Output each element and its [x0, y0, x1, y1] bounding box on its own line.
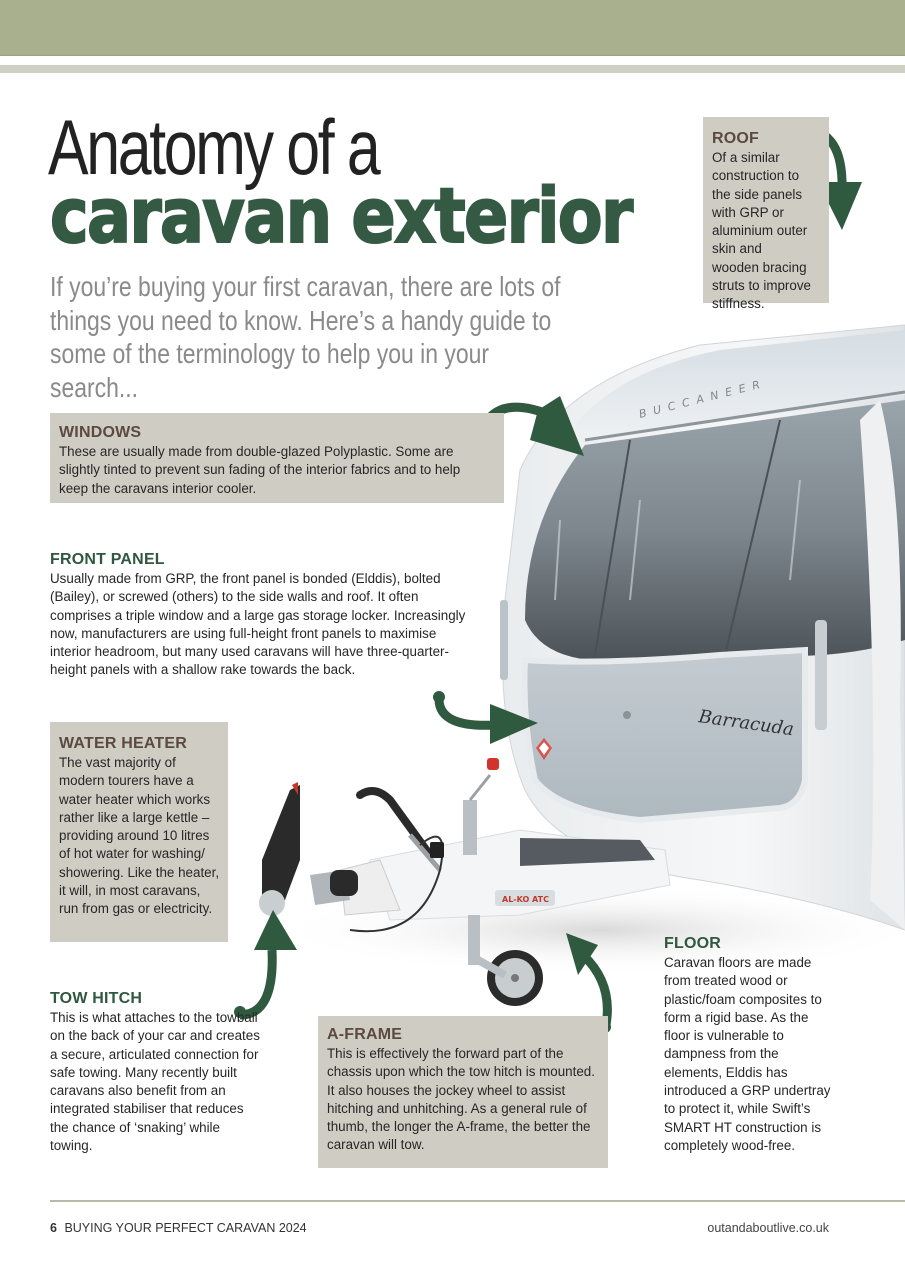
page-title-line2: caravan exterior — [49, 171, 634, 260]
header-band — [0, 0, 905, 56]
page-number: 6 — [50, 1221, 57, 1235]
callout-front-panel-text: Usually made from GRP, the front panel i… — [50, 571, 466, 678]
callout-windows: WINDOWS These are usually made from doub… — [50, 413, 504, 503]
callout-water-heater-text: The vast majority of modern tourers have… — [59, 755, 220, 917]
callout-a-frame: A-FRAME This is effectively the forward … — [318, 1016, 608, 1168]
publication-title: BUYING YOUR PERFECT CARAVAN 2024 — [64, 1221, 307, 1235]
footer-divider — [50, 1200, 905, 1202]
callout-floor: FLOOR Caravan floors are made from treat… — [664, 934, 836, 1155]
callout-windows-label: WINDOWS — [59, 424, 142, 441]
callout-a-frame-text: This is effectively the forward part of … — [327, 1046, 595, 1153]
callout-tow-hitch-text: This is what attaches to the towball on … — [50, 1010, 260, 1154]
callout-tow-hitch: TOW HITCH This is what attaches to the t… — [50, 989, 260, 1155]
model-script-text: Barracuda — [696, 706, 795, 740]
footer-publication: 6 BUYING YOUR PERFECT CARAVAN 2024 — [50, 1221, 307, 1235]
header-stripe — [0, 65, 905, 73]
callout-floor-text: Caravan floors are made from treated woo… — [664, 955, 831, 1153]
callout-roof-text: Of a similar construction to the side pa… — [712, 150, 811, 312]
callout-roof-label: ROOF — [712, 130, 760, 147]
callout-a-frame-label: A-FRAME — [327, 1026, 403, 1043]
roof-badge-text: BUCCANEER — [638, 377, 769, 421]
callout-water-heater-label: WATER HEATER — [59, 735, 188, 752]
intro-paragraph: If you’re buying your first caravan, the… — [50, 271, 561, 403]
callout-roof: ROOF Of a similar construction to the si… — [703, 117, 829, 311]
callout-water-heater: WATER HEATER The vast majority of modern… — [50, 722, 228, 942]
hitch-brand-text: AL-KO ATC — [502, 895, 549, 904]
page-title-line1: Anatomy of a — [48, 103, 381, 191]
footer-website[interactable]: outandaboutlive.co.uk — [707, 1221, 829, 1235]
callout-tow-hitch-label: TOW HITCH — [50, 990, 143, 1007]
callout-front-panel-label: FRONT PANEL — [50, 551, 165, 568]
callout-front-panel: FRONT PANEL Usually made from GRP, the f… — [50, 550, 470, 680]
callout-windows-text: These are usually made from double-glaze… — [59, 444, 461, 496]
callout-floor-label: FLOOR — [664, 935, 721, 952]
